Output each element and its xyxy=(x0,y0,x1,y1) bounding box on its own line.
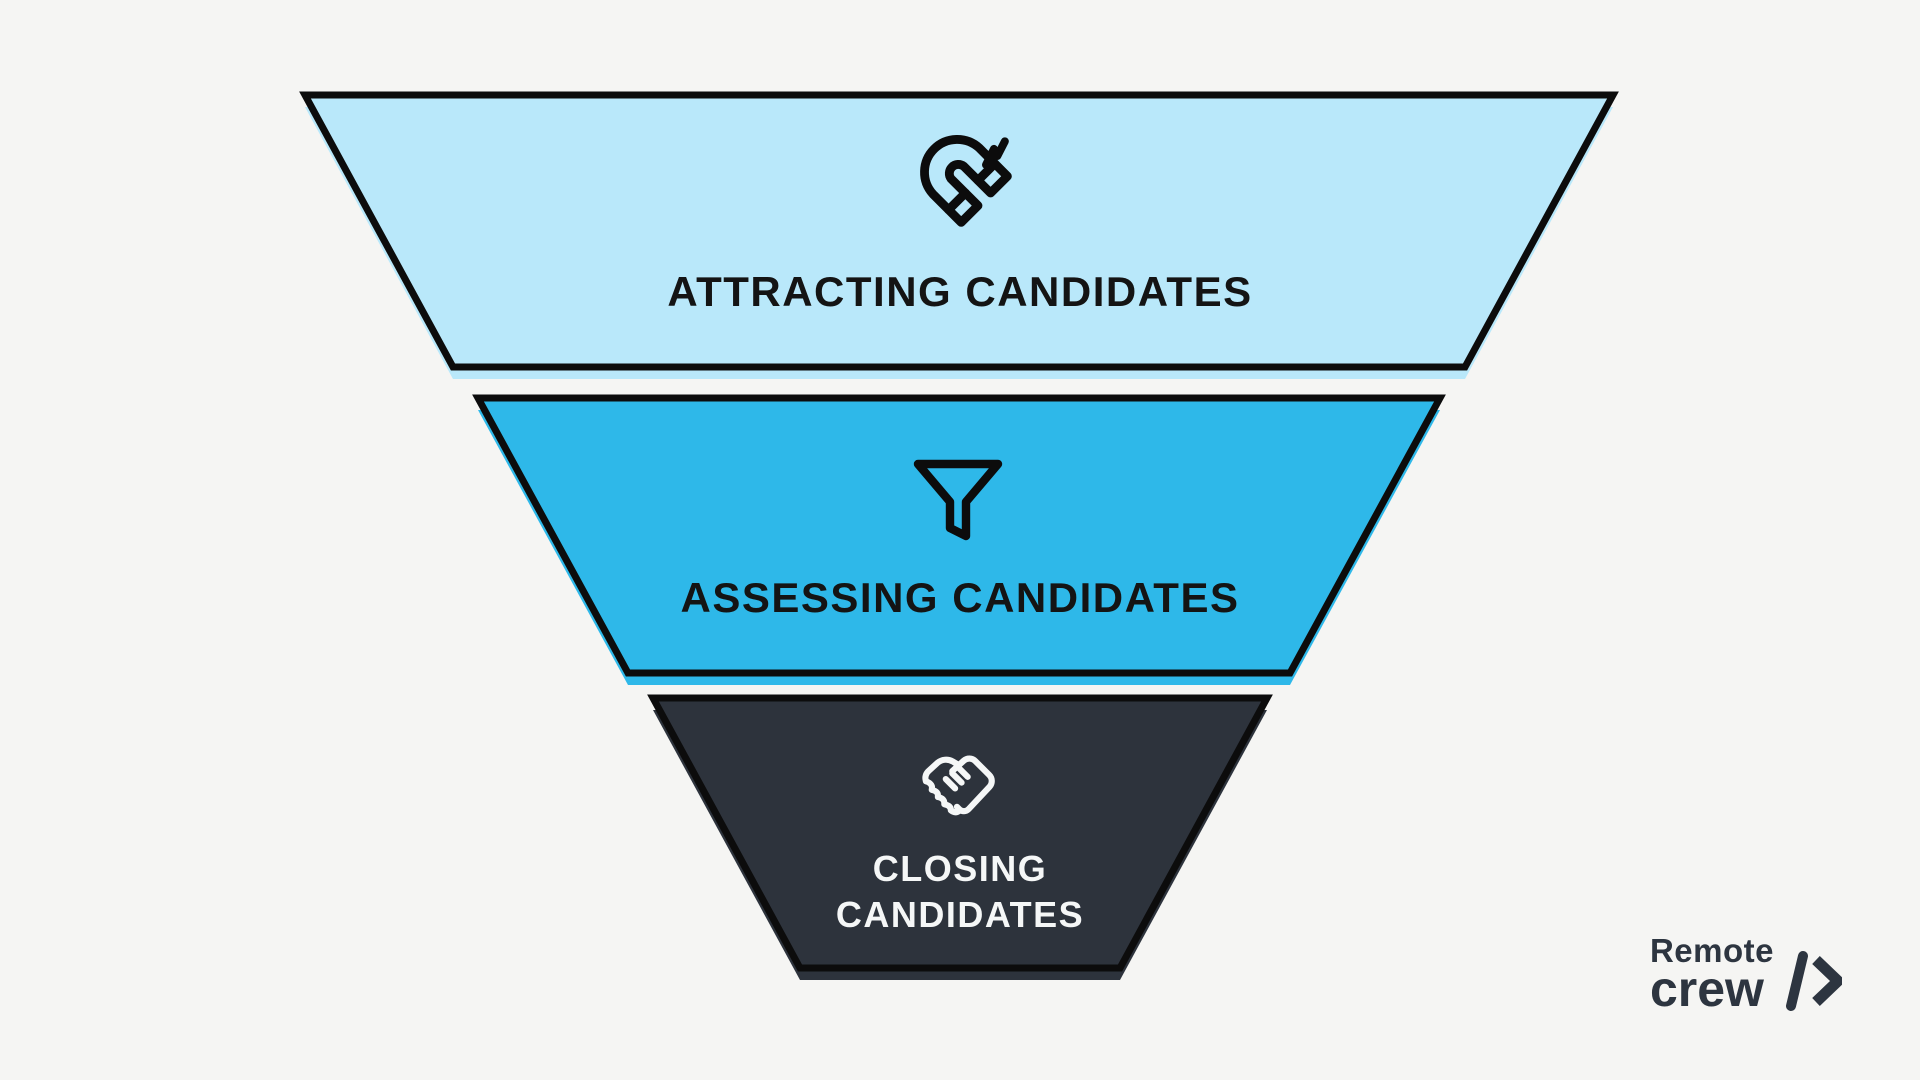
tier3-shape xyxy=(647,694,1273,972)
tier1-shape xyxy=(299,91,1619,371)
tier1-label: ATTRACTING CANDIDATES xyxy=(667,268,1253,315)
logo-wordmark: Remote crew xyxy=(1649,932,1774,1017)
funnel-tier-assessing xyxy=(472,394,1446,685)
magnet-icon xyxy=(920,135,1012,227)
remote-crew-logo: Remote crew xyxy=(1649,932,1842,1017)
tier2-label: ASSESSING CANDIDATES xyxy=(680,574,1240,621)
funnel-tier-closing xyxy=(647,694,1273,980)
funnel-icon xyxy=(913,459,1003,541)
logo-word-remote: Remote xyxy=(1649,932,1774,969)
logo-code-slash-icon xyxy=(1786,951,1842,1011)
handshake-icon xyxy=(922,755,995,816)
tier3-label: CLOSING CANDIDATES xyxy=(835,848,1085,935)
funnel-tier-attracting xyxy=(299,91,1619,379)
logo-word-crew: crew xyxy=(1649,961,1764,1017)
